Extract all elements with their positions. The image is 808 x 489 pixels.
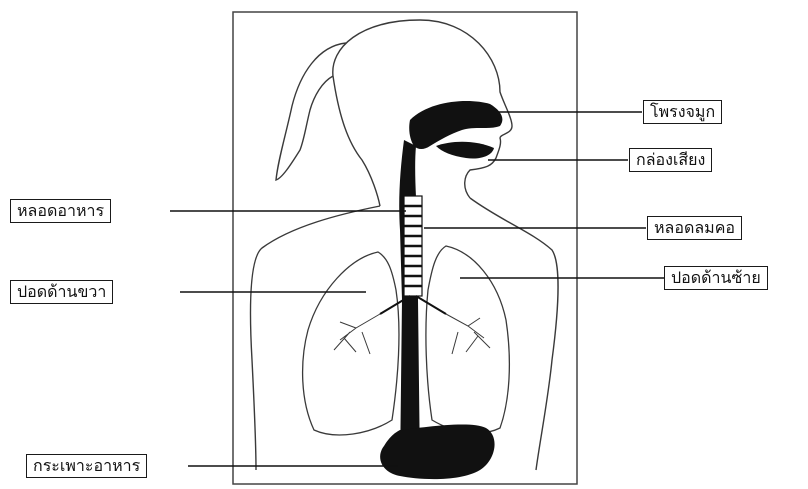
label-larynx: กล่องเสียง (629, 148, 712, 172)
esophagus-shape (399, 140, 420, 470)
left-lung (426, 246, 509, 433)
neck-back (333, 76, 380, 206)
label-nasal-cavity: โพรงจมูก (643, 100, 722, 124)
stomach-shape (380, 425, 494, 480)
right-lung (303, 252, 399, 435)
label-esophagus: หลอดอาหาร (10, 199, 111, 223)
bronchial-tree-right (334, 314, 380, 354)
label-stomach: กระเพาะอาหาร (26, 454, 147, 478)
bronchial-tree-left (446, 314, 490, 354)
hair-outline (276, 43, 346, 180)
label-trachea: หลอดลมคอ (647, 216, 742, 240)
trachea-rings (404, 196, 422, 296)
label-left-lung: ปอดด้านซ้าย (664, 266, 768, 290)
mouth-shape (436, 142, 494, 159)
label-right-lung: ปอดด้านขวา (10, 280, 113, 304)
nasal-cavity-shape (409, 101, 502, 149)
